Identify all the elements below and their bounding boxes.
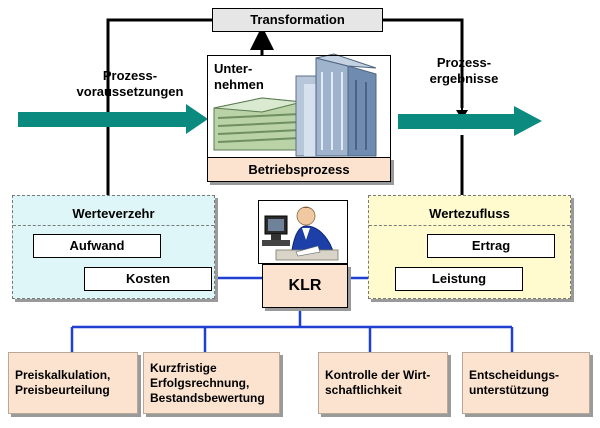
inputs-label-line1: Prozess-: [102, 68, 158, 83]
output-arrow: [398, 106, 542, 136]
bottom-box-efficiency: Kontrolle der Wirt- schaftlichkeit: [318, 352, 448, 414]
transformation-label: Transformation: [250, 12, 345, 27]
short-term-line1: Kurzfristige: [150, 360, 217, 375]
results-label: Prozess- ergebnisse: [414, 55, 514, 87]
pricing-line1: Preiskalkulation,: [15, 368, 111, 382]
efficiency-line1: Kontrolle der Wirt-: [325, 368, 431, 382]
revenue-label: Ertrag: [471, 238, 511, 253]
company-label: Unter- nehmen: [214, 61, 264, 93]
results-label-line2: ergebnisse: [429, 71, 499, 86]
decision-line2: unterstützung: [469, 383, 549, 397]
inputs-label: Prozess- voraussetzungen: [66, 68, 194, 100]
costs-label: Kosten: [125, 271, 171, 286]
building-icon: [213, 53, 377, 157]
klr-image-frame: [258, 200, 348, 264]
process-box: Betriebsprozess: [207, 157, 391, 182]
costs-box: Kosten: [84, 267, 212, 291]
bottom-box-short-term-results: Kurzfristige Erfolgsrechnung, Bestandsbe…: [143, 352, 280, 414]
performance-label: Leistung: [431, 271, 487, 286]
blue-connectors: [70, 276, 514, 352]
process-label: Betriebsprozess: [248, 162, 350, 177]
input-arrow: [18, 104, 208, 134]
loop-lines: [106, 18, 464, 195]
inputs-label-line2: voraussetzungen: [76, 84, 184, 99]
company-label-line1: Unter-: [214, 61, 253, 76]
short-term-line3: Bestandsbewertung: [150, 390, 265, 405]
company-label-line2: nehmen: [214, 77, 264, 92]
pricing-line2: Preisbeurteilung: [15, 383, 110, 397]
value-consumption-divider: [13, 225, 214, 226]
results-label-line1: Prozess-: [436, 55, 492, 70]
value-inflow-title: Wertezufluss: [429, 206, 510, 221]
expense-label: Aufwand: [69, 238, 125, 253]
value-inflow-divider: [369, 225, 570, 226]
expense-box: Aufwand: [33, 234, 161, 258]
decision-line1: Entscheidungs-: [469, 368, 560, 382]
klr-label: KLR: [288, 277, 322, 294]
klr-box: KLR: [262, 264, 348, 308]
transformation-box: Transformation: [212, 8, 383, 32]
revenue-box: Ertrag: [427, 234, 555, 258]
bottom-box-pricing: Preiskalkulation, Preisbeurteilung: [8, 352, 138, 414]
efficiency-line2: schaftlichkeit: [325, 383, 402, 397]
bottom-box-decision-support: Entscheidungs- unterstützung: [462, 352, 590, 414]
performance-box: Leistung: [395, 267, 523, 291]
value-consumption-title: Werteverzehr: [72, 206, 155, 221]
short-term-line2: Erfolgsrechnung,: [150, 375, 250, 390]
person-at-computer-icon: [262, 206, 339, 261]
